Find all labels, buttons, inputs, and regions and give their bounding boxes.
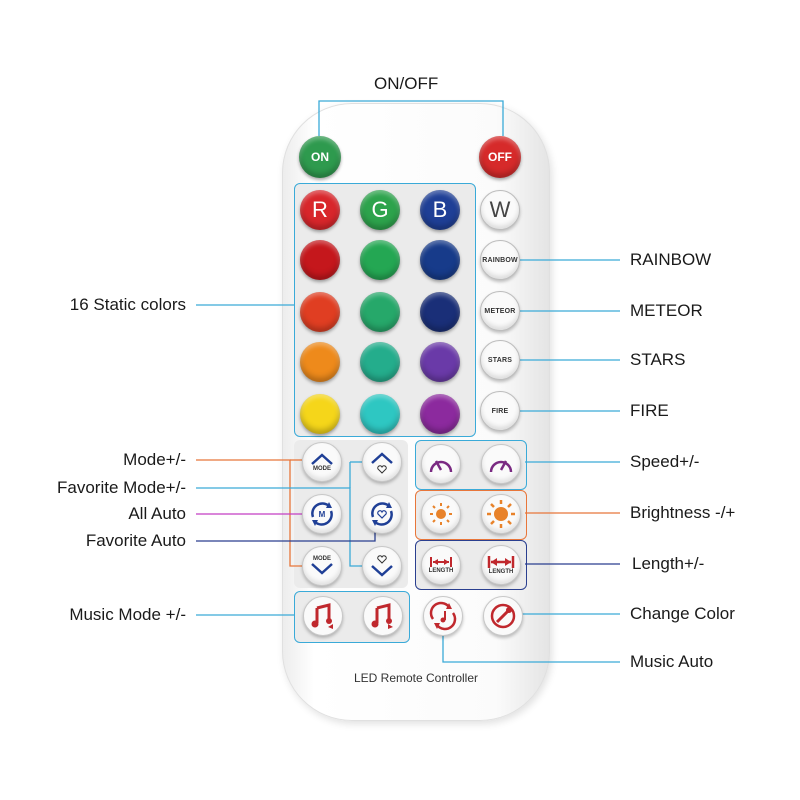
label-change-color: Change Color: [630, 604, 735, 623]
music-note-up-icon: [371, 603, 393, 629]
music-mode-down-button[interactable]: [303, 596, 343, 636]
color-button-yellow[interactable]: [300, 394, 340, 434]
brightness-down-button[interactable]: [421, 494, 461, 534]
favorite-mode-up-button[interactable]: [362, 442, 402, 482]
meteor-button[interactable]: METEOR: [480, 291, 520, 331]
color-button-green[interactable]: [360, 240, 400, 280]
length-up-button[interactable]: LENGTH: [481, 545, 521, 585]
rainbow-button[interactable]: RAINBOW: [480, 240, 520, 280]
color-button-green-teal[interactable]: [360, 292, 400, 332]
label-favorite-auto: Favorite Auto: [85, 531, 186, 550]
stars-button[interactable]: STARS: [480, 340, 520, 380]
speedometer-icon: [489, 460, 513, 473]
music-note-down-icon: [311, 603, 333, 629]
music-mode-up-button[interactable]: [363, 596, 403, 636]
chevron-up-icon: [371, 451, 393, 464]
fire-button[interactable]: FIRE: [480, 391, 520, 431]
label-length: Length+/-: [632, 554, 705, 573]
sun-large-icon: [487, 500, 515, 528]
label-music-auto: Music Auto: [630, 652, 714, 671]
speedometer-icon: [429, 460, 453, 473]
music-auto-icon: [429, 601, 457, 631]
label-on-off: ON/OFF: [374, 74, 439, 93]
label-favorite-mode: Favorite Mode+/-: [57, 478, 186, 497]
svg-text:M: M: [319, 510, 326, 519]
all-auto-button[interactable]: M: [302, 494, 342, 534]
length-down-button[interactable]: LENGTH: [421, 545, 461, 585]
blue-b-button[interactable]: B: [420, 190, 460, 230]
color-picker-icon: [490, 603, 516, 629]
mode-down-button[interactable]: MODE: [302, 546, 342, 586]
chevron-down-icon: [371, 564, 393, 577]
favorite-auto-button[interactable]: [362, 494, 402, 534]
label-stars: STARS: [630, 350, 686, 369]
chevron-up-icon: [311, 453, 333, 465]
chevron-down-icon: [311, 563, 333, 575]
label-brightness: Brightness -/+: [630, 503, 736, 522]
on-button[interactable]: ON: [299, 136, 341, 178]
music-auto-button[interactable]: [423, 596, 463, 636]
change-color-button[interactable]: [483, 596, 523, 636]
color-button-magenta[interactable]: [420, 394, 460, 434]
color-button-cyan[interactable]: [360, 394, 400, 434]
speed-down-button[interactable]: [421, 444, 461, 484]
label-rainbow: RAINBOW: [630, 250, 712, 269]
color-button-teal[interactable]: [360, 342, 400, 382]
color-button-orange[interactable]: [300, 342, 340, 382]
label-static-colors: 16 Static colors: [69, 295, 186, 314]
mode-up-button[interactable]: MODE: [302, 442, 342, 482]
favorite-cycle-icon: [371, 502, 393, 526]
color-button-orange-red[interactable]: [300, 292, 340, 332]
remote-footer-text: LED Remote Controller: [353, 671, 479, 685]
white-w-button[interactable]: W: [480, 190, 520, 230]
color-button-navy[interactable]: [420, 240, 460, 280]
red-r-button[interactable]: R: [300, 190, 340, 230]
auto-cycle-icon: M: [311, 502, 333, 526]
brightness-up-button[interactable]: [481, 494, 521, 534]
heart-icon: [377, 554, 387, 564]
off-button[interactable]: OFF: [479, 136, 521, 178]
label-fire: FIRE: [630, 401, 669, 420]
color-button-red-dark[interactable]: [300, 240, 340, 280]
speed-up-button[interactable]: [481, 444, 521, 484]
label-speed: Speed+/-: [630, 452, 700, 471]
heart-icon: [377, 464, 387, 474]
favorite-mode-down-button[interactable]: [362, 546, 402, 586]
label-mode: Mode+/-: [123, 450, 186, 469]
green-g-button[interactable]: G: [360, 190, 400, 230]
color-button-purple[interactable]: [420, 342, 460, 382]
length-arrows-icon: [430, 557, 452, 567]
label-all-auto: All Auto: [128, 504, 186, 523]
length-arrows-icon: [487, 556, 515, 568]
label-meteor: METEOR: [630, 301, 703, 320]
sun-small-icon: [430, 503, 452, 525]
color-button-dark-navy[interactable]: [420, 292, 460, 332]
label-music-mode: Music Mode +/-: [69, 605, 186, 624]
